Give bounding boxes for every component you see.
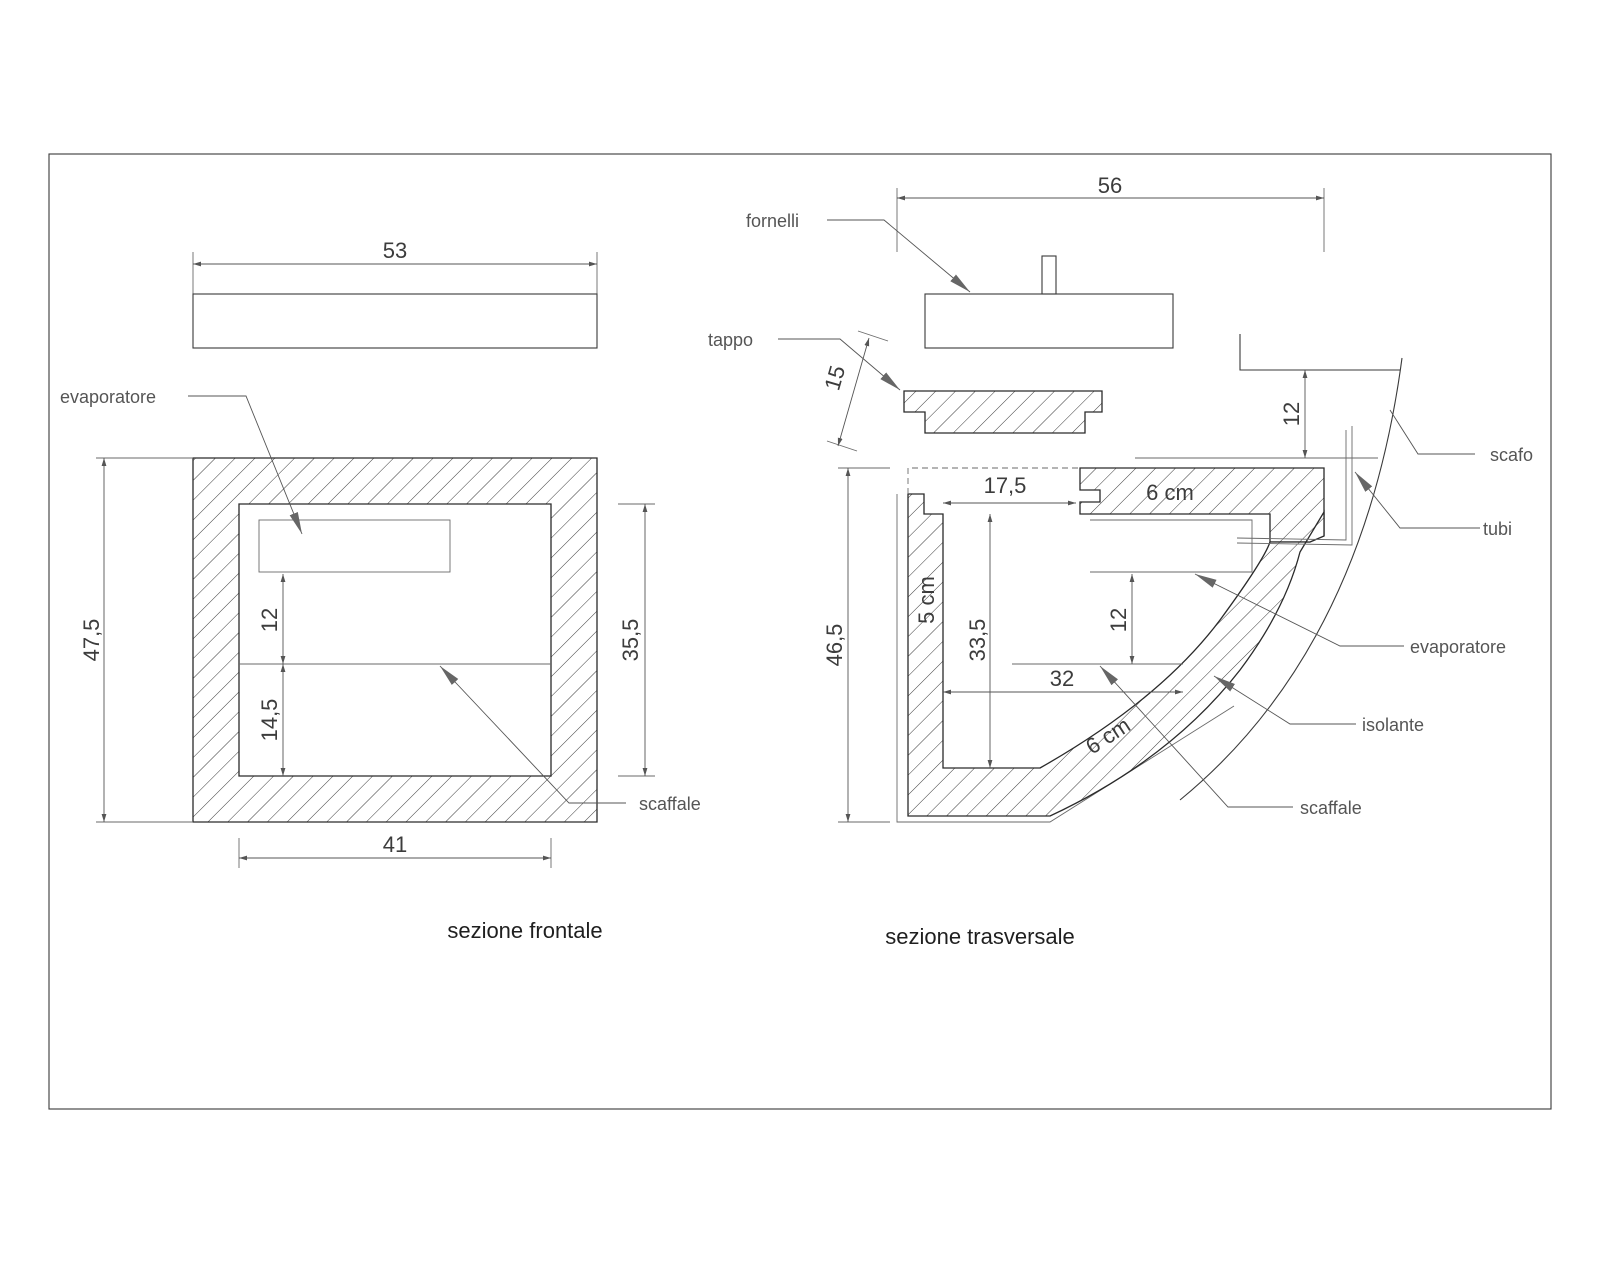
cross-top-wall: [1079, 467, 1325, 543]
cross-hull-label: scafo: [1490, 445, 1533, 465]
cross-side-wall-thickness: 5 cm: [914, 576, 939, 624]
cross-shelf-width: 32: [1050, 666, 1074, 691]
cross-burners: [924, 293, 1174, 349]
front-evaporator-leader: [188, 395, 303, 535]
cross-pipe-a: [1236, 430, 1347, 541]
cross-pipe-b: [1236, 426, 1353, 546]
cross-hull-gap: 12: [1279, 402, 1304, 426]
front-insulated-wall: [192, 457, 598, 823]
cross-lid-outline: [907, 467, 1080, 494]
cross-evaporator-label: evaporatore: [1410, 637, 1506, 657]
cross-lid-leader: [778, 338, 901, 391]
cross-evaporator: [1090, 519, 1253, 573]
cross-section-title: sezione trasversale: [885, 924, 1075, 949]
front-outer-height: 47,5: [79, 619, 104, 662]
front-inner-height: 35,5: [618, 619, 643, 662]
drawing-frame: [48, 153, 1552, 1110]
cross-lid-ext-top: [857, 330, 889, 342]
front-evaporator-label: evaporatore: [60, 387, 156, 407]
cross-lid-ext-bottom: [826, 440, 858, 452]
cross-insulation-leader: [1213, 675, 1356, 725]
cross-section: 56 15 12: [708, 173, 1533, 949]
cross-burners-label: fornelli: [746, 211, 799, 231]
cross-inner-height: 33,5: [965, 619, 990, 662]
cross-pipes-label: tubi: [1483, 519, 1512, 539]
cross-lid-width: 17,5: [984, 473, 1027, 498]
cross-outer-height: 46,5: [822, 624, 847, 667]
cross-lid-height-dim: [837, 337, 870, 447]
front-shelf-height: 14,5: [257, 699, 282, 742]
cross-burners-leader: [827, 219, 971, 293]
cross-pipes-leader: [1354, 471, 1480, 529]
cross-shelf-label: scaffale: [1300, 798, 1362, 818]
cross-hull-curve: [1179, 357, 1403, 801]
cross-insulated-wall: [907, 493, 1325, 817]
cross-evaporator-leader: [1194, 573, 1404, 647]
cross-lid: [903, 390, 1103, 434]
cross-burner-knob: [1041, 255, 1057, 295]
front-section: 53 47,5 35,5 12 14,5 41 evaporatore: [60, 238, 701, 943]
cross-top-wall-thickness: 6 cm: [1146, 480, 1194, 505]
front-shelf-gap: 12: [257, 608, 282, 632]
cross-top-width: 56: [1098, 173, 1122, 198]
cross-shelf-gap: 12: [1106, 608, 1131, 632]
cross-hull-top-edge: [1239, 334, 1400, 371]
front-shelf-label: scaffale: [639, 794, 701, 814]
front-lid: [192, 293, 598, 349]
cross-outer-contour: [896, 494, 1235, 823]
cross-hull-leader: [1389, 409, 1475, 455]
cross-insulation-label: isolante: [1362, 715, 1424, 735]
front-shelf-leader: [439, 665, 626, 804]
front-evaporator: [258, 519, 451, 573]
front-top-width: 53: [383, 238, 407, 263]
cross-shelf-leader: [1099, 665, 1293, 808]
front-inner-width: 41: [383, 832, 407, 857]
cross-lid-height: 15: [819, 363, 850, 393]
cross-lid-label: tappo: [708, 330, 753, 350]
front-section-title: sezione frontale: [447, 918, 602, 943]
